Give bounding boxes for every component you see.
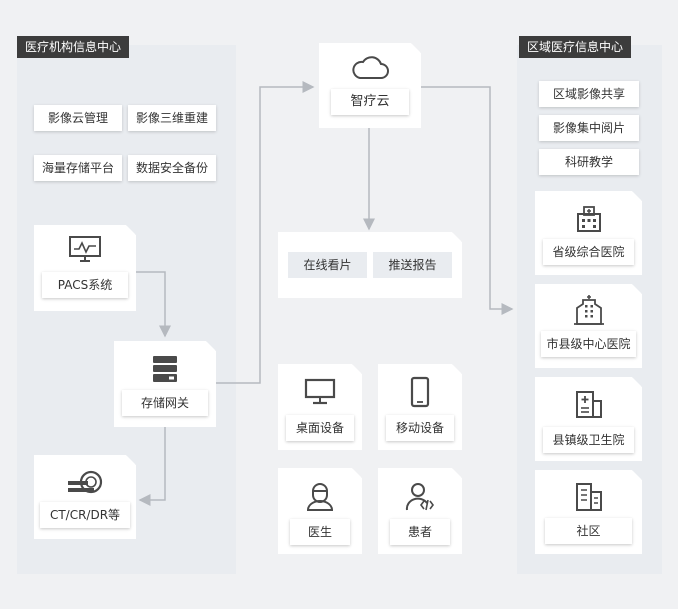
cloud-icon bbox=[350, 55, 390, 81]
community-label: 社区 bbox=[545, 518, 632, 544]
cloud-card: 智疗云 bbox=[319, 43, 421, 128]
town-clinic-card: 县镇级卫生院 bbox=[535, 377, 642, 461]
tag-cloud-management: 影像云管理 bbox=[34, 105, 122, 131]
ct-scanner-icon bbox=[67, 469, 103, 495]
pacs-card: PACS系统 bbox=[34, 225, 136, 311]
tag-3d-reconstruction: 影像三维重建 bbox=[128, 105, 216, 131]
gateway-card: 存储网关 bbox=[114, 341, 216, 427]
mobile-device-label: 移动设备 bbox=[386, 415, 454, 441]
gateway-label: 存储网关 bbox=[122, 390, 208, 416]
line-pacs-gateway bbox=[136, 271, 171, 338]
ct-label: CT/CR/DR等 bbox=[40, 502, 130, 528]
doctor-icon bbox=[305, 481, 335, 511]
tag-centralized-reading: 影像集中阅片 bbox=[539, 115, 639, 141]
provincial-hospital-card: 省级综合医院 bbox=[535, 191, 642, 275]
line-gateway-ct bbox=[138, 426, 166, 506]
ct-card: CT/CR/DR等 bbox=[34, 455, 136, 539]
tag-research-teaching: 科研教学 bbox=[539, 149, 639, 175]
doctor-card: 医生 bbox=[278, 468, 362, 554]
desktop-icon bbox=[304, 378, 336, 406]
doctor-label: 医生 bbox=[290, 519, 350, 545]
patient-card: 患者 bbox=[378, 468, 462, 554]
desktop-device-card: 桌面设备 bbox=[278, 364, 362, 450]
provincial-hospital-label: 省级综合医院 bbox=[543, 239, 634, 265]
mobile-icon bbox=[410, 376, 430, 408]
service-online-viewing: 在线看片 bbox=[288, 252, 367, 278]
city-hospital-label: 市县级中心医院 bbox=[541, 331, 636, 357]
tag-data-backup: 数据安全备份 bbox=[128, 155, 216, 181]
server-icon bbox=[151, 354, 179, 384]
building-icon bbox=[574, 295, 604, 325]
community-icon bbox=[575, 482, 603, 512]
line-gateway-cloud bbox=[216, 81, 315, 384]
patient-label: 患者 bbox=[390, 519, 450, 545]
town-clinic-label: 县镇级卫生院 bbox=[543, 427, 634, 453]
tag-mass-storage: 海量存储平台 bbox=[34, 155, 122, 181]
desktop-device-label: 桌面设备 bbox=[286, 415, 354, 441]
patient-icon bbox=[405, 481, 435, 511]
services-card: 在线看片 推送报告 bbox=[278, 232, 462, 298]
left-panel-title: 医疗机构信息中心 bbox=[17, 36, 130, 58]
community-card: 社区 bbox=[535, 470, 642, 554]
tag-regional-sharing: 区域影像共享 bbox=[539, 81, 639, 107]
pacs-label: PACS系统 bbox=[42, 272, 128, 298]
hospital-icon bbox=[575, 206, 603, 232]
cloud-label: 智疗云 bbox=[331, 89, 409, 115]
service-push-report: 推送报告 bbox=[373, 252, 452, 278]
line-cloud-right bbox=[421, 86, 514, 315]
mobile-device-card: 移动设备 bbox=[378, 364, 462, 450]
right-panel-title: 区域医疗信息中心 bbox=[519, 36, 632, 58]
clinic-icon bbox=[575, 389, 603, 419]
monitor-waveform-icon bbox=[68, 235, 102, 265]
city-hospital-card: 市县级中心医院 bbox=[535, 284, 642, 368]
